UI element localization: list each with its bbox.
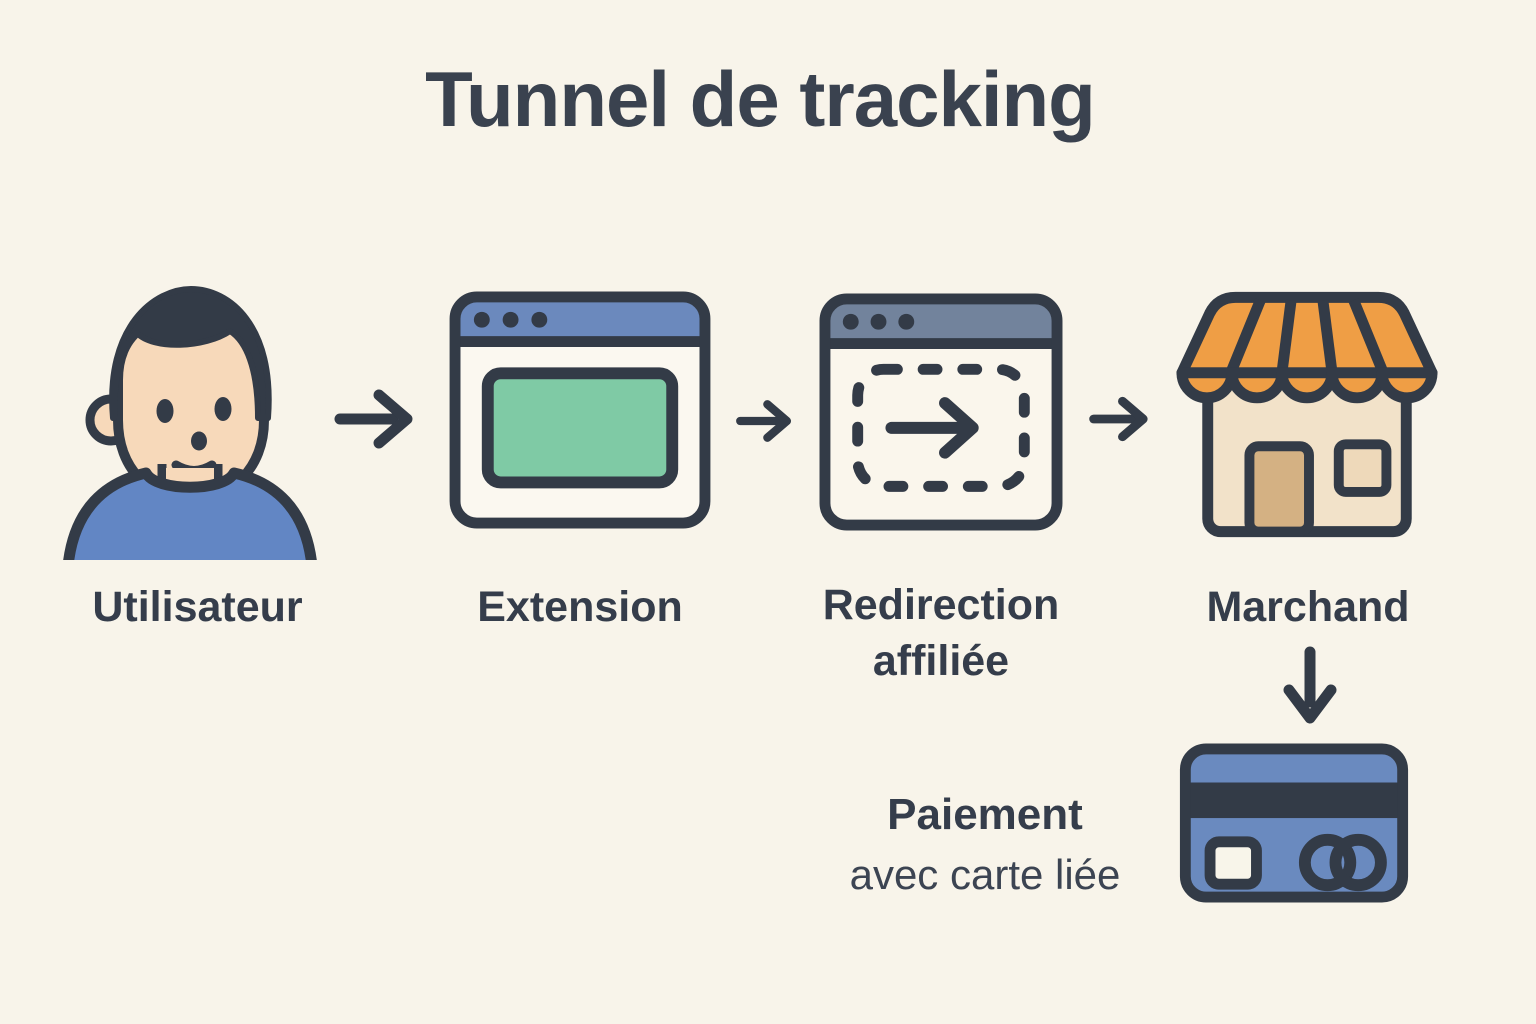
- step-label-redirection: Redirection affiliée: [822, 581, 1060, 685]
- user-avatar-icon: [58, 268, 323, 560]
- step-label-extension: Extension: [477, 583, 683, 631]
- page-title: Tunnel de tracking: [425, 55, 1096, 143]
- payment-label: Paiement avec carte liée: [770, 785, 1200, 904]
- flow-right-arrow-icon: [331, 384, 423, 454]
- step-label-utilisateur: Utilisateur: [92, 583, 303, 631]
- storefront-icon: [1172, 287, 1442, 542]
- credit-card-icon: [1179, 743, 1409, 903]
- payment-subtitle: avec carte liée: [849, 850, 1121, 898]
- payment-title: Paiement: [887, 790, 1083, 839]
- flow-right-arrow-icon: [1087, 389, 1155, 449]
- flow-right-arrow-icon: [734, 392, 798, 450]
- browser-extension-icon: [448, 290, 712, 530]
- flow-down-arrow-icon: [1282, 644, 1338, 728]
- affiliate-redirect-icon: [818, 292, 1064, 532]
- step-label-marchand: Marchand: [1206, 583, 1410, 631]
